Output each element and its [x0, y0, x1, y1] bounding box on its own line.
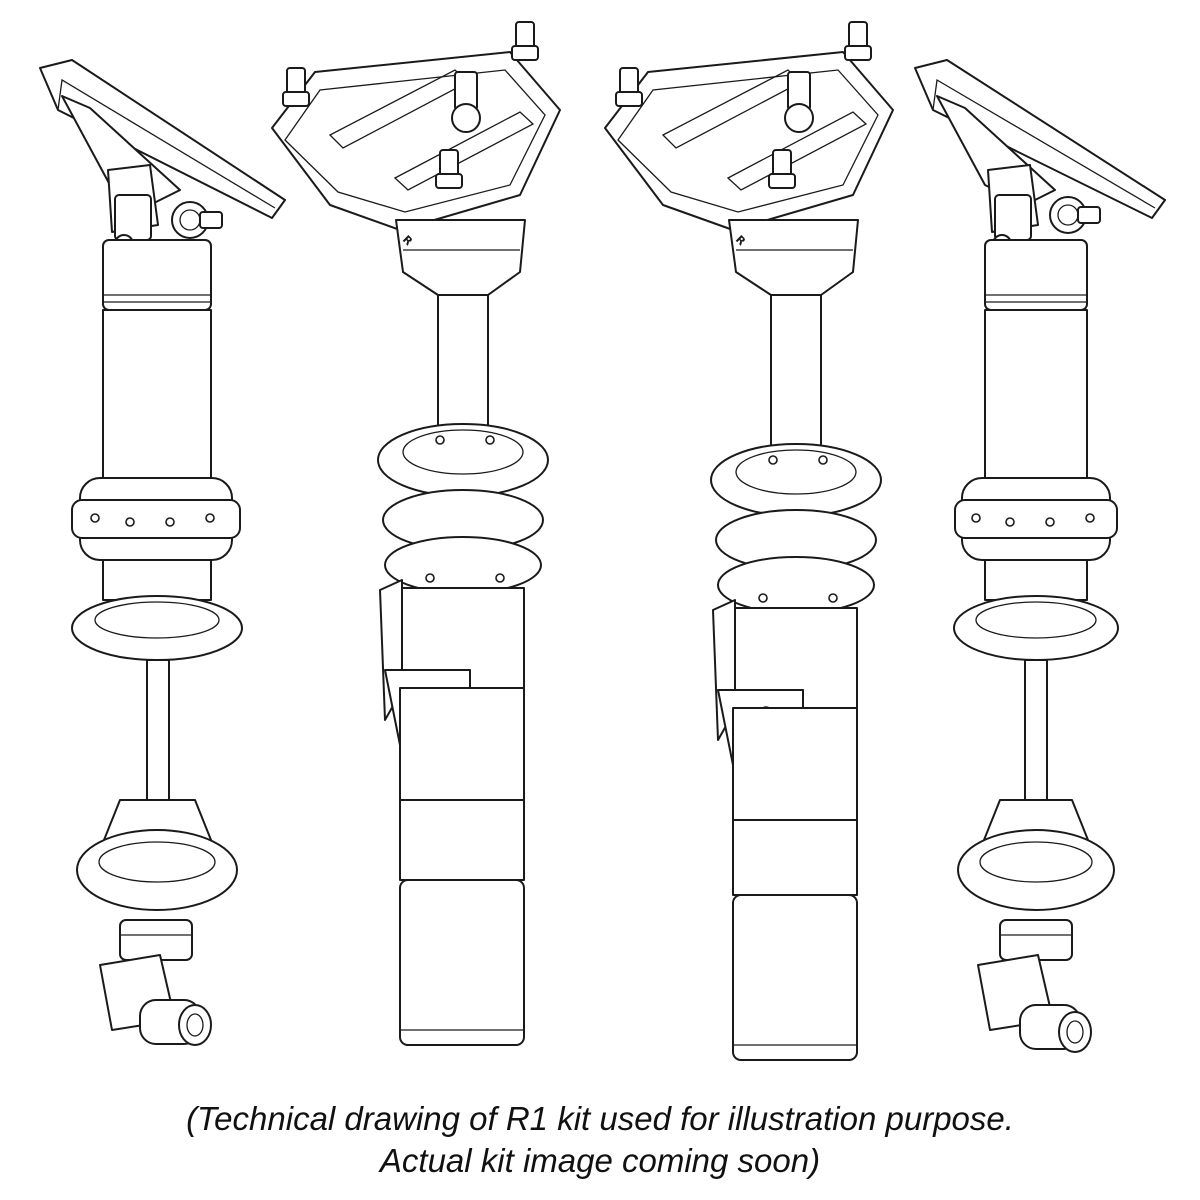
coilover-technical-drawing: R R — [39, 21, 1166, 1061]
rear-shock-left — [39, 59, 286, 1046]
caption-line-1: (Technical drawing of R1 kit used for il… — [186, 1100, 1014, 1137]
front-strut-right: R — [604, 21, 894, 1061]
caption: (Technical drawing of R1 kit used for il… — [0, 1098, 1200, 1182]
rear-shock-right — [914, 59, 1166, 1053]
caption-line-2: Actual kit image coming soon) — [379, 1142, 821, 1179]
front-strut-left: R — [271, 21, 561, 1046]
